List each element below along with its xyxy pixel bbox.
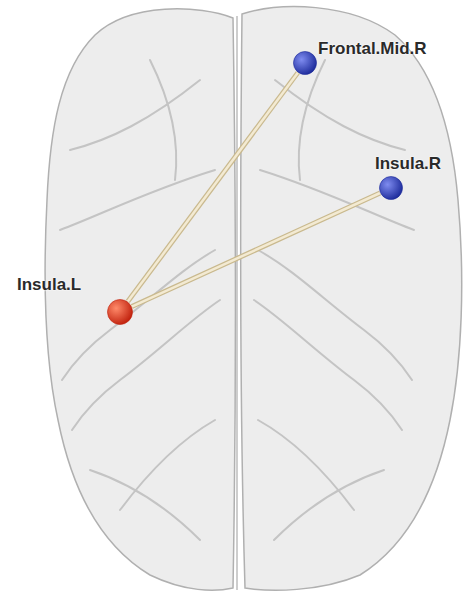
region-label: Insula.L <box>17 275 81 295</box>
left-hemisphere <box>45 9 235 590</box>
region-sphere <box>107 299 133 325</box>
region-label: Frontal.Mid.R <box>318 39 427 59</box>
connection-line <box>132 193 380 307</box>
midline <box>236 16 238 590</box>
region-label: Insula.R <box>375 154 441 174</box>
right-hemisphere <box>241 7 462 591</box>
region-node: Frontal.Mid.R <box>293 51 317 75</box>
region-node: Insula.R <box>379 176 403 200</box>
region-node: Insula.L <box>107 299 133 325</box>
region-sphere <box>293 51 317 75</box>
region-sphere <box>379 176 403 200</box>
